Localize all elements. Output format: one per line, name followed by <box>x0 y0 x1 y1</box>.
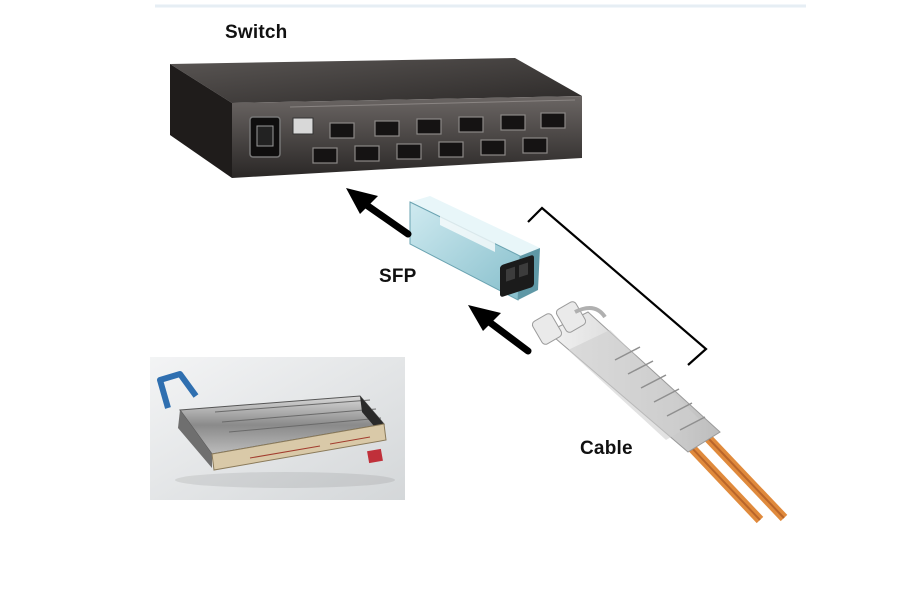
arrow-to-switch-icon <box>346 188 412 238</box>
switch-label: Switch <box>225 22 288 43</box>
sfp-transceiver-icon <box>409 196 540 301</box>
sfp-module-photo <box>150 357 405 500</box>
arrow-to-sfp-icon <box>468 305 532 355</box>
sfp-label: SFP <box>379 266 417 287</box>
cable-label: Cable <box>580 438 633 459</box>
switch-icon <box>170 58 582 178</box>
fiber-lc-cable-icon <box>531 301 788 524</box>
bracket-line <box>527 206 708 366</box>
